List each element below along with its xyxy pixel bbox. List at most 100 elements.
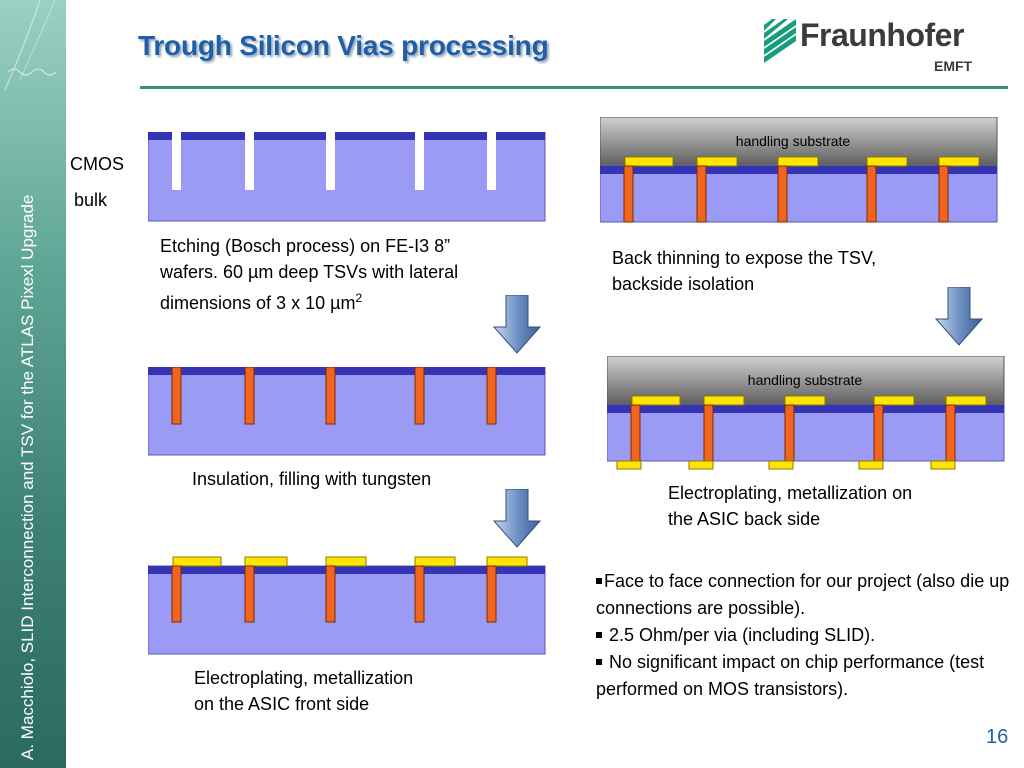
bullet-square-icon [596,631,602,638]
caption-line: the ASIC back side [668,509,821,529]
title-divider [140,86,1008,89]
caption-line: backside isolation [612,274,755,294]
superscript: 2 [355,291,363,305]
metal-pad [938,156,980,167]
etched-via [245,132,254,190]
caption-back-thinning: Back thinning to expose the TSV, backsid… [612,245,876,297]
tungsten-via [171,565,182,623]
bulk-layer [600,165,998,223]
sidebar-band: A. Macchiolo, SLID Interconnection and T… [0,0,66,768]
bulk-layer [148,132,546,222]
tungsten-via [630,404,641,462]
cmos-layer [607,405,1004,413]
down-arrow-icon [492,489,542,548]
metal-pad [784,395,826,406]
metal-pad [777,156,819,167]
tungsten-via [938,165,949,223]
tungsten-via [777,165,788,223]
tungsten-via [873,404,884,462]
caption-tungsten-fill: Insulation, filling with tungsten [192,469,432,489]
bullet-item: Face to face connection for our project … [596,568,1016,622]
cmos-layer [148,132,545,140]
bulk-layer [607,404,1005,462]
metal-pad [325,556,367,567]
bullet-list: Face to face connection for our project … [596,568,1016,703]
tungsten-via [945,404,956,462]
backside-pad [858,460,884,470]
page-number: 16 [986,726,1009,748]
caption-line: on the ASIC front side [194,694,370,714]
down-arrow-icon [934,287,984,346]
handling-substrate-label: handling substrate [735,133,851,149]
fraunhofer-logo-icon [764,19,796,63]
metal-pad [866,156,908,167]
bulk-label: bulk [74,190,108,210]
cmos-layer [148,367,545,375]
metal-pad [414,556,456,567]
diagram-tungsten-fill [148,367,546,456]
diagram-back-thinning [600,117,998,223]
diagram-front-metallization [148,556,546,655]
tungsten-via [414,565,425,623]
backside-pad [768,460,794,470]
logo-wordmark: Fraunhofer [800,17,964,53]
bullet-text: No significant impact on chip performanc… [596,652,985,699]
tungsten-via [866,165,877,223]
bulk-layer [148,565,546,655]
etched-via [487,132,496,190]
metal-pad [945,395,987,406]
tungsten-via [171,367,182,425]
metal-pad [244,556,288,567]
backside-pad [616,460,642,470]
backside-pad [930,460,956,470]
caption-text: dimensions of 3 x 10 µm [160,293,356,313]
caption-line: Electroplating, metallization on [668,483,913,503]
sidebar-footer-text: A. Macchiolo, SLID Interconnection and T… [18,194,37,760]
tungsten-via [703,404,714,462]
bulk-layer [148,367,546,456]
metal-pad [172,556,222,567]
logo-subtitle: EMFT [934,58,973,74]
etched-via [415,132,424,190]
etched-via [172,132,181,190]
etched-via [326,132,335,190]
tungsten-via [784,404,795,462]
tungsten-via [325,565,336,623]
bullet-item: No significant impact on chip performanc… [596,649,1016,703]
decorative-swirl-icon [4,0,57,91]
diagram-back-metallization [607,356,1005,470]
metal-pad [624,156,674,167]
caption-etching: Etching (Bosch process) on FE-I3 8” wafe… [160,233,458,316]
metal-pad [631,395,681,406]
bullet-text: Face to face connection for our project … [596,571,1010,618]
handling-substrate-label: handling substrate [747,372,863,388]
metal-pad [873,395,915,406]
caption-line: Etching (Bosch process) on FE-I3 8” [160,236,451,256]
page-title: Trough Silicon Vias processing [138,30,549,61]
tungsten-via [244,565,255,623]
caption-line: wafers. 60 µm deep TSVs with lateral [160,262,459,282]
bullet-text: 2.5 Ohm/per via (including SLID). [609,625,876,645]
tungsten-via [486,565,497,623]
metal-pad [696,156,738,167]
caption-line: dimensions of 3 x 10 µm2 [160,285,458,316]
bullet-item: 2.5 Ohm/per via (including SLID). [596,622,1016,649]
tungsten-via [486,367,497,425]
metal-pad [703,395,745,406]
bullet-square-icon [596,658,602,665]
backside-pad [688,460,714,470]
cmos-layer [148,566,545,574]
tungsten-via [623,165,634,223]
caption-line: Back thinning to expose the TSV, [612,248,877,268]
cmos-label: CMOS [70,154,124,174]
cmos-layer [600,166,997,174]
caption-line: Electroplating, metallization [194,668,414,688]
caption-back-metallization: Electroplating, metallization on the ASI… [668,480,912,532]
tungsten-via [696,165,707,223]
tungsten-via [325,367,336,425]
metal-pad [486,556,528,567]
caption-front-metallization: Electroplating, metallization on the ASI… [194,665,413,717]
bullet-square-icon [596,577,602,584]
tungsten-via [244,367,255,425]
diagram-etching [148,132,546,222]
